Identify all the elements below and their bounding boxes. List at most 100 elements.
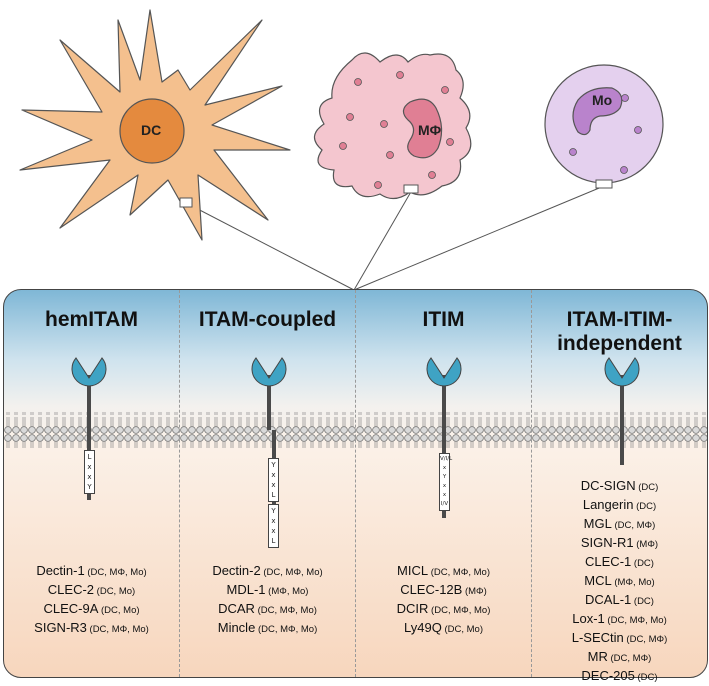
receptor-name: Dectin-2 [212,563,261,578]
receptor-entry: CLEC-12B (MΦ) [356,581,531,600]
receptor-panel: hemITAM ITAM-coupled ITIM ITAM-ITIM- ind… [3,289,708,683]
motif-residue: I/V [440,501,449,507]
receptor-list-itam-coupled: Dectin-2 (DC, MΦ, Mo)MDL-1 (MΦ, Mo)DCAR … [180,562,355,638]
receptor-cell-types: (DC, MΦ, Mo) [86,624,149,635]
receptor-entry: SIGN-R1 (MΦ) [532,534,707,553]
column-title-itim: ITIM [422,308,465,331]
receptor-name: Langerin [582,497,634,512]
monocyte-label: Mo [592,92,613,108]
title-line: ITAM-ITIM- [566,308,673,331]
receptor-entry: MICL (DC, MΦ, Mo) [356,562,531,581]
receptor-name: MICL [397,563,429,578]
receptor-entry: DCAL-1 (DC) [532,591,707,610]
receptor-cell-types: (DC, MΦ, Mo) [84,567,147,578]
receptor-cell-types: (MΦ, Mo) [265,586,309,597]
motif-residue: x [87,463,92,471]
receptor-cell-types: (DC, MΦ, Mo) [255,624,318,635]
motif-residue: x [442,465,447,471]
receptor-cell-types: (DC, MΦ, Mo) [428,567,490,578]
motif-residue: L [271,537,276,545]
receptor-name: DCAL-1 [585,592,632,607]
receptor-entry: Langerin (DC) [532,496,707,515]
receptor-cell-types: (DC, MΦ, Mo) [428,605,491,616]
receptor-list-itam-itim-independent: DC-SIGN (DC)Langerin (DC)MGL (DC, MΦ)SIG… [532,477,707,686]
receptor-itam-itim-independent [604,357,640,465]
receptor-name: CLEC-12B [400,582,463,597]
motif-residue: Y [271,461,276,469]
receptor-entry: Ly49Q (DC, Mo) [356,619,531,638]
receptor-cell-types: (DC, MΦ, Mo) [604,615,667,626]
receptor-name: SIGN-R1 [580,535,634,550]
macrophage [313,52,472,200]
receptor-cell-types: (DC, Mo) [94,586,136,597]
receptor-cell-types: (DC) [631,558,654,569]
receptor-cell-types: (DC) [634,672,658,683]
receptor-cell-types: (DC) [633,501,657,512]
receptor-name: DEC-205 [581,668,635,683]
receptor-cell-types: (DC) [631,596,654,607]
receptor-entry: DCAR (DC, MΦ, Mo) [180,600,355,619]
motif-residue: x [271,471,276,479]
receptor-cell-types: (DC) [635,482,659,493]
macrophage-label: MΦ [418,122,442,138]
column-divider [179,290,180,677]
receptor-entry: MDL-1 (MΦ, Mo) [180,581,355,600]
receptor-entry: CLEC-9A (DC, Mo) [4,600,179,619]
receptor-cell-types: (MΦ, Mo) [611,577,655,588]
column-title-hemitam: hemITAM [45,308,138,331]
receptor-name: Lox-1 [572,611,605,626]
receptor-cell-types: (DC, MΦ, Mo) [260,567,323,578]
motif-residue: Y [442,474,447,480]
motif-residue: x [271,481,276,489]
receptor-entry: Dectin-2 (DC, MΦ, Mo) [180,562,355,581]
monocyte [544,64,664,189]
receptor-name: MCL [584,573,612,588]
receptor-entry: MGL (DC, MΦ) [532,515,707,534]
receptor-name: DCAR [218,601,255,616]
receptor-name: L-SECtin [571,630,624,645]
receptor-entry: Mincle (DC, MΦ, Mo) [180,619,355,638]
receptor-list-itim: MICL (DC, MΦ, Mo)CLEC-12B (MΦ)DCIR (DC, … [356,562,531,638]
receptor-name: CLEC-9A [43,601,99,616]
receptor-name: MDL-1 [226,582,266,597]
receptor-cell-types: (MΦ) [462,586,487,597]
receptor-entry: CLEC-1 (DC) [532,553,707,572]
receptor-entry: Lox-1 (DC, MΦ, Mo) [532,610,707,629]
receptor-name: SIGN-R3 [34,620,87,635]
receptor-name: Dectin-1 [36,563,85,578]
motif-residue: Y [271,507,276,515]
receptor-name: Mincle [217,620,256,635]
receptor-name: CLEC-1 [585,554,632,569]
column-title-itam-itim-independent: ITAM-ITIM- independent [532,308,707,356]
receptor-list-hemitam: Dectin-1 (DC, MΦ, Mo)CLEC-2 (DC, Mo)CLEC… [4,562,179,638]
motif-residue: L [87,453,92,461]
receptor-name: CLEC-2 [47,582,95,597]
motif-residue: x [87,473,92,481]
title-line: independent [557,332,682,355]
column-divider [531,290,532,677]
zoom-connector-lines [189,185,605,291]
receptor-entry: MR (DC, MΦ) [532,648,707,667]
motif-residue: x [271,527,276,535]
receptor-cell-types: (DC, MΦ) [607,653,652,664]
receptor-cell-types: (MΦ) [633,539,659,550]
receptor-entry: DEC-205 (DC) [532,667,707,686]
motif-residue: x [271,517,276,525]
motif-residue: x [442,492,447,498]
receptor-cell-types: (DC, MΦ) [623,634,668,645]
receptor-name: MR [587,649,608,664]
receptor-entry: SIGN-R3 (DC, MΦ, Mo) [4,619,179,638]
receptor-entry: CLEC-2 (DC, Mo) [4,581,179,600]
column-divider [355,290,356,677]
motif-residue: x [442,483,447,489]
cell-illustration [19,9,664,291]
receptor-entry: DC-SIGN (DC) [532,477,707,496]
receptor-cell-types: (DC, Mo) [441,624,483,635]
receptor-entry: DCIR (DC, MΦ, Mo) [356,600,531,619]
receptor-cell-types: (DC, MΦ) [611,520,656,531]
receptor-name: Ly49Q [404,620,442,635]
